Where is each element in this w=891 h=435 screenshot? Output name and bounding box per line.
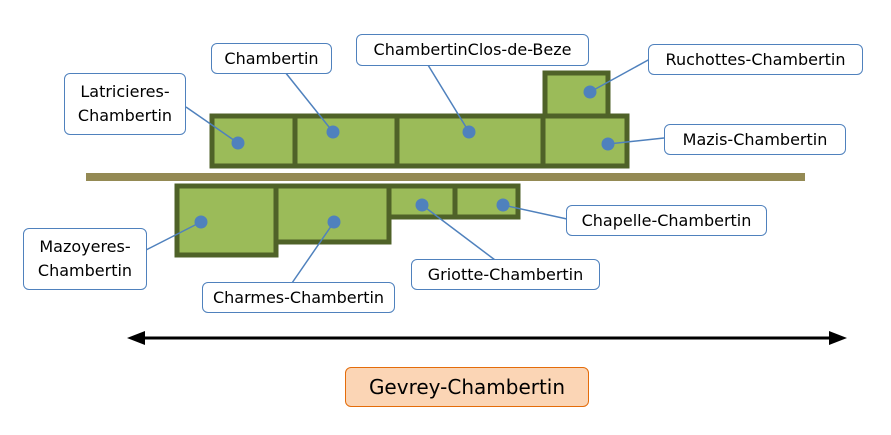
marker-charmes <box>327 215 341 229</box>
marker-mazis <box>601 137 615 151</box>
marker-griotte <box>415 198 429 212</box>
marker-ruchottes <box>583 85 597 99</box>
leader-griotte <box>421 204 496 261</box>
label-ruchottes-chambertin: Ruchottes-Chambertin <box>648 44 863 75</box>
plot-chambertin <box>292 113 400 169</box>
commune-label: Gevrey-Chambertin <box>345 367 589 407</box>
marker-chapelle <box>496 198 510 212</box>
label-mazoyeres-line1: Mazoyeres- <box>39 237 131 256</box>
leader-chapelle <box>502 204 568 220</box>
plot-ruchottes <box>542 70 611 119</box>
plot-chapelle <box>452 183 521 220</box>
road <box>86 173 805 181</box>
plot-mazis <box>540 113 630 169</box>
label-chambertin-clos-de-beze: ChambertinClos-de-Beze <box>356 34 589 66</box>
label-latricieres-chambertin: Latricieres- Chambertin <box>64 73 186 135</box>
label-griotte-chambertin: Griotte-Chambertin <box>411 259 600 290</box>
plot-latricieres <box>209 113 298 169</box>
arrow-right-icon <box>829 331 847 345</box>
plot-clos-de-beze <box>394 113 546 169</box>
plot-charmes <box>273 183 392 245</box>
label-mazis-chambertin: Mazis-Chambertin <box>664 124 846 155</box>
label-latricieres-line2: Chambertin <box>77 106 173 125</box>
leader-clos-de-beze <box>427 64 470 133</box>
arrow-left-icon <box>127 331 145 345</box>
marker-latricieres <box>231 136 245 150</box>
leader-mazis <box>607 137 665 145</box>
label-chambertin: Chambertin <box>211 43 332 74</box>
leader-chambertin <box>284 71 334 133</box>
leader-latricieres <box>185 106 239 144</box>
leader-mazoyeres <box>145 221 202 251</box>
plot-mazoyeres <box>174 183 279 258</box>
label-charmes-chambertin: Charmes-Chambertin <box>202 282 395 313</box>
label-mazoyeres-line2: Chambertin <box>37 261 133 280</box>
label-mazoyeres-chambertin: Mazoyeres- Chambertin <box>23 228 147 290</box>
leader-ruchottes <box>589 58 651 93</box>
marker-mazoyeres <box>194 215 208 229</box>
label-chapelle-chambertin: Chapelle-Chambertin <box>566 205 767 236</box>
label-latricieres-line1: Latricieres- <box>80 82 170 101</box>
marker-chambertin <box>326 125 340 139</box>
marker-clos-de-beze <box>462 125 476 139</box>
leader-charmes <box>291 221 335 284</box>
